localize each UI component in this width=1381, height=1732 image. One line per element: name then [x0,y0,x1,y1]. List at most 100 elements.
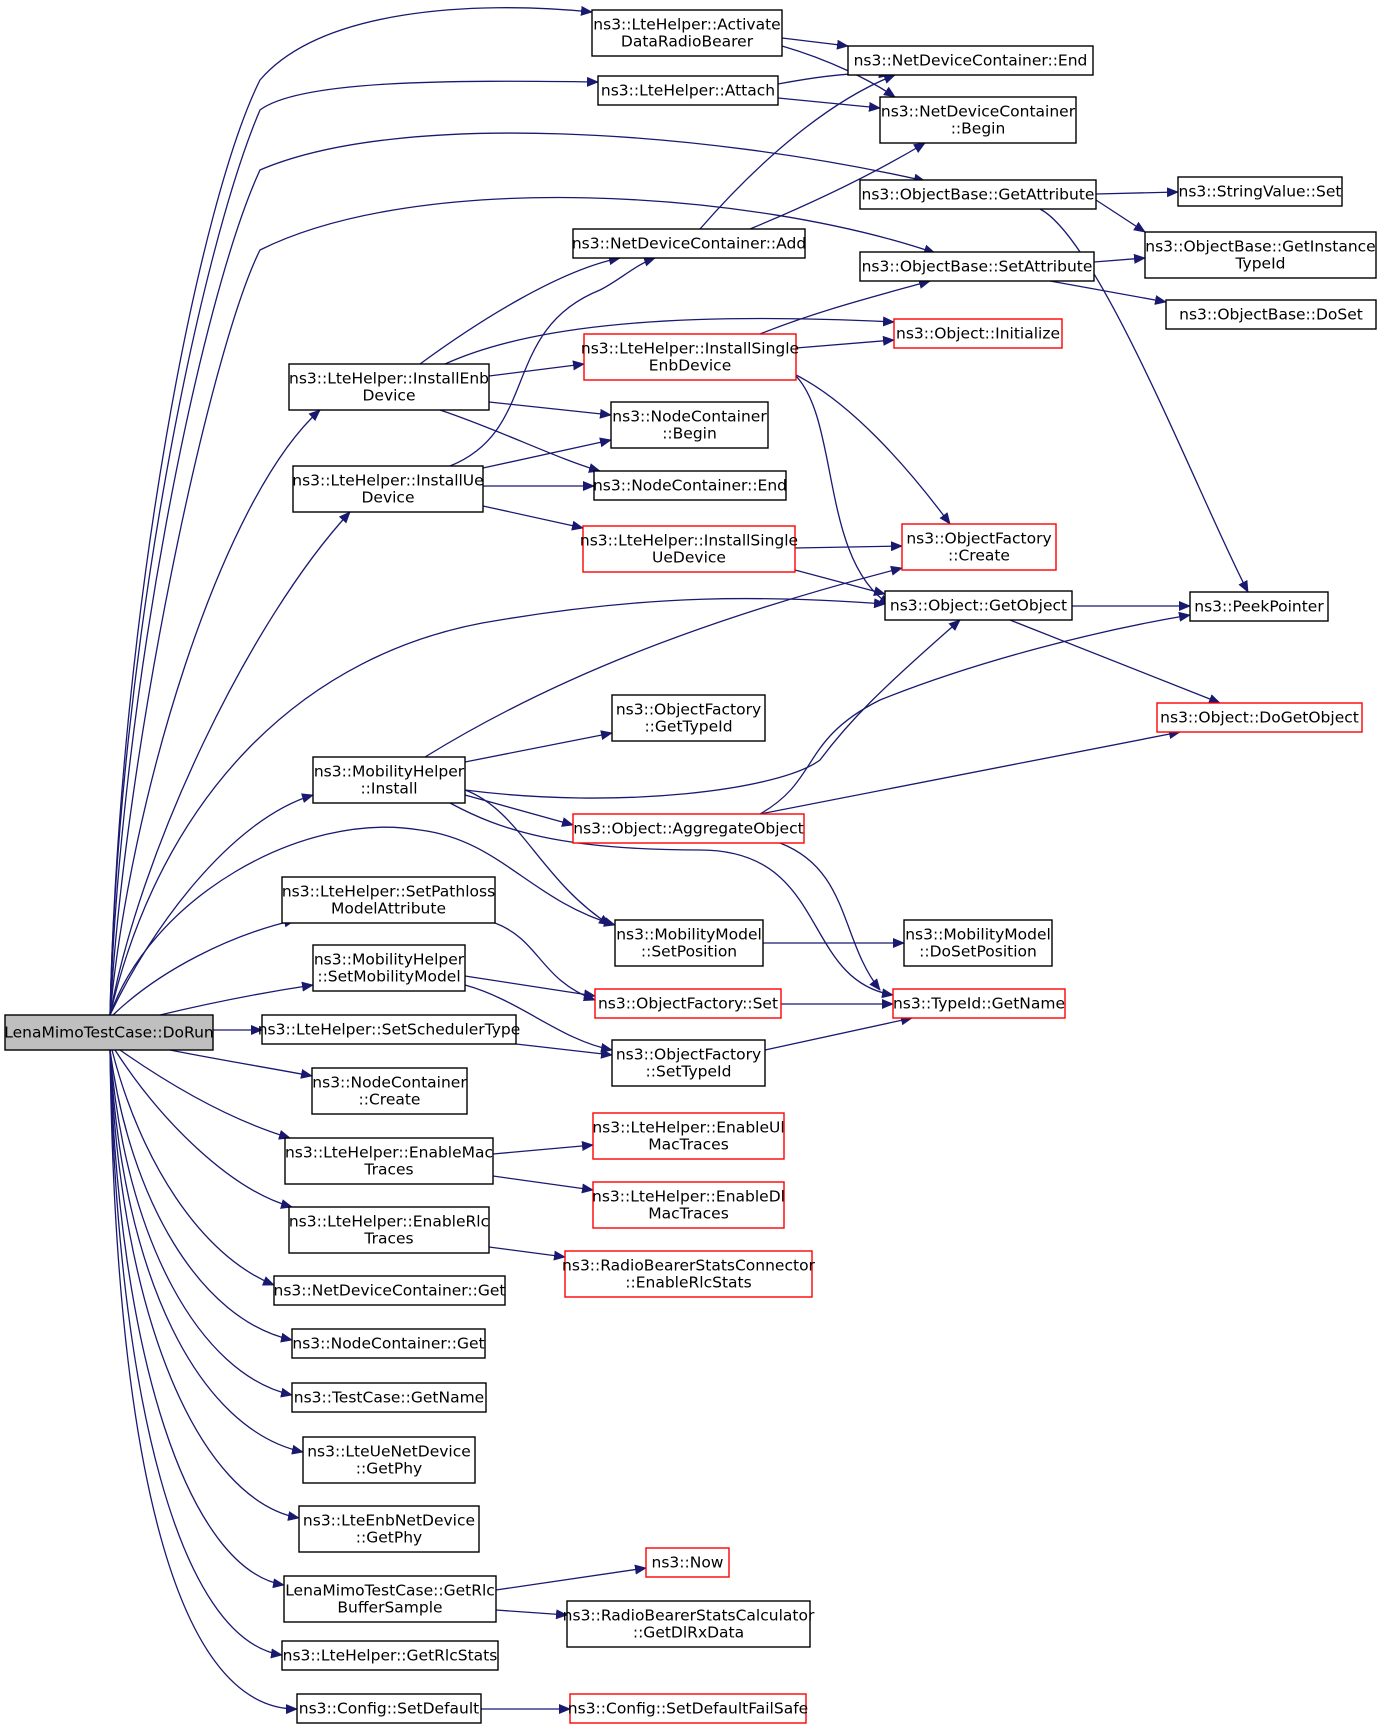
node-label: ::SetMobilityModel [317,968,460,986]
edge-root-to-getRlcStats [109,1049,283,1659]
edge-aggObj-to-tidName [779,842,881,991]
node-now[interactable]: ns3::Now [645,1547,730,1578]
node-set-attr[interactable]: ns3::ObjectBase::SetAttribute [859,251,1095,282]
node-box [312,944,466,992]
edge-root-to-enRlc [114,1049,293,1209]
edge-mobInstall-to-getObj [464,619,961,799]
edge-activate-to-ndcBegin [781,45,896,98]
node-box [1156,702,1363,733]
node-ndc-get[interactable]: ns3::NetDeviceContainer::Get [273,1275,506,1306]
node-obj-init[interactable]: ns3::Object::Initialize [893,318,1063,349]
node-nc-begin[interactable]: ns3::NodeContainer::Begin [610,401,769,449]
node-ndc-begin[interactable]: ns3::NetDeviceContainer::Begin [879,96,1077,144]
node-cfg-fail-safe[interactable]: ns3::Config::SetDefaultFailSafe [568,1693,808,1724]
node-of-set[interactable]: ns3::ObjectFactory::Set [594,988,782,1019]
edge-instUe-to-instSingleUe [482,505,584,531]
node-label: ns3::MobilityModel [616,926,762,944]
node-of-create[interactable]: ns3::ObjectFactory::Create [901,523,1057,571]
node-ue-get-phy[interactable]: ns3::LteUeNetDevice::GetPhy [302,1436,476,1484]
node-tid-name[interactable]: ns3::TypeId::GetName [892,988,1066,1019]
node-box [859,179,1097,210]
node-ndc-add[interactable]: ns3::NetDeviceContainer::Add [572,228,806,259]
node-agg-obj[interactable]: ns3::Object::AggregateObject [572,813,805,844]
node-label: ns3::Config::SetDefault [299,1700,479,1718]
node-str-set[interactable]: ns3::StringValue::Set [1177,176,1343,207]
node-get-obj[interactable]: ns3::Object::GetObject [884,590,1073,621]
node-label: Traces [363,1161,413,1179]
node-label: ns3::NetDeviceContainer::Get [274,1282,506,1300]
node-box [261,1014,517,1045]
node-mm-do-set-pos[interactable]: ns3::MobilityModel::DoSetPosition [903,919,1053,967]
node-get-rlc-stats[interactable]: ns3::LteHelper::GetRlcStats [281,1640,499,1671]
node-label: ns3::PeekPointer [1194,598,1324,616]
node-label: Device [361,489,414,507]
node-nc-create[interactable]: ns3::NodeContainer::Create [311,1067,468,1115]
node-ndc-end[interactable]: ns3::NetDeviceContainer::End [847,45,1094,76]
edge-root-to-setMobModel [159,981,314,1016]
node-box [284,1137,494,1185]
node-set-mob-model[interactable]: ns3::MobilityHelper::SetMobilityModel [312,944,466,992]
edge-instEnb-to-ncBegin [488,401,612,419]
node-get-attr[interactable]: ns3::ObjectBase::GetAttribute [859,179,1097,210]
node-label: ns3::ObjectBase::SetAttribute [862,258,1093,276]
node-cfg-default[interactable]: ns3::Config::SetDefault [296,1693,482,1724]
edge-mobInstall-to-ofCreate [424,565,903,758]
node-attach[interactable]: ns3::LteHelper::Attach [597,75,779,106]
node-set-sched[interactable]: ns3::LteHelper::SetSchedulerType [258,1014,521,1045]
node-nc-end[interactable]: ns3::NodeContainer::End [593,470,787,501]
node-label: ns3::LteHelper::InstallSingle [581,340,799,358]
node-rbs-dl[interactable]: ns3::RadioBearerStatsCalculator::GetDlRx… [563,1600,815,1648]
node-label: ns3::Object::Initialize [896,325,1060,343]
node-label: ns3::NodeContainer::End [593,477,787,495]
node-box [879,96,1077,144]
node-tc-name[interactable]: ns3::TestCase::GetName [291,1382,487,1413]
node-box [591,9,783,57]
node-label: ::Begin [662,425,717,443]
node-box [1165,299,1377,330]
node-set-pathloss[interactable]: ns3::LteHelper::SetPathlossModelAttribut… [281,876,496,924]
node-do-set[interactable]: ns3::ObjectBase::DoSet [1165,299,1377,330]
node-enb-get-phy[interactable]: ns3::LteEnbNetDevice::GetPhy [298,1505,480,1553]
node-label: BufferSample [337,1599,442,1617]
node-label: ns3::TypeId::GetName [893,995,1065,1013]
node-box [312,756,466,804]
node-mm-set-pos[interactable]: ns3::MobilityModel::SetPosition [614,919,764,967]
node-box [611,1039,766,1087]
node-rbs-en-rlc[interactable]: ns3::RadioBearerStatsConnector::EnableRl… [562,1250,816,1298]
node-label: ns3::LteEnbNetDevice [303,1512,475,1530]
node-label: ns3::NetDeviceContainer::End [854,52,1088,70]
node-label: ns3::LteHelper::EnableRlc [289,1213,489,1231]
node-mob-install[interactable]: ns3::MobilityHelper::Install [312,756,466,804]
edge-instSingleEnb-to-getObj [794,374,891,606]
node-box [614,919,764,967]
node-peek[interactable]: ns3::PeekPointer [1189,591,1329,622]
node-box [592,1181,785,1229]
node-of-set-type-id[interactable]: ns3::ObjectFactory::SetTypeId [611,1039,766,1087]
node-do-get-obj[interactable]: ns3::Object::DoGetObject [1156,702,1363,733]
node-of-get-type-id[interactable]: ns3::ObjectFactory::GetTypeId [611,694,766,742]
node-label: ::GetPhy [356,1460,422,1478]
node-label: ns3::Config::SetDefaultFailSafe [568,1700,808,1718]
node-label: ns3::MobilityHelper [314,763,465,781]
edge-instUe-to-ncBegin [482,437,612,469]
node-label: ns3::LteHelper::Attach [601,82,775,100]
node-label: ::SetPosition [641,943,737,961]
node-label: ns3::NodeContainer [612,408,767,426]
node-nc-get[interactable]: ns3::NodeContainer::Get [291,1328,486,1359]
node-root[interactable]: LenaMimoTestCase::DoRun [4,1014,214,1051]
edge-root-to-mobInstall [109,793,314,1016]
node-label: ns3::NodeContainer::Get [292,1335,484,1353]
node-label: ns3::LteHelper::EnableUl [592,1119,784,1137]
node-label: ns3::LteHelper::InstallUe [292,472,483,490]
